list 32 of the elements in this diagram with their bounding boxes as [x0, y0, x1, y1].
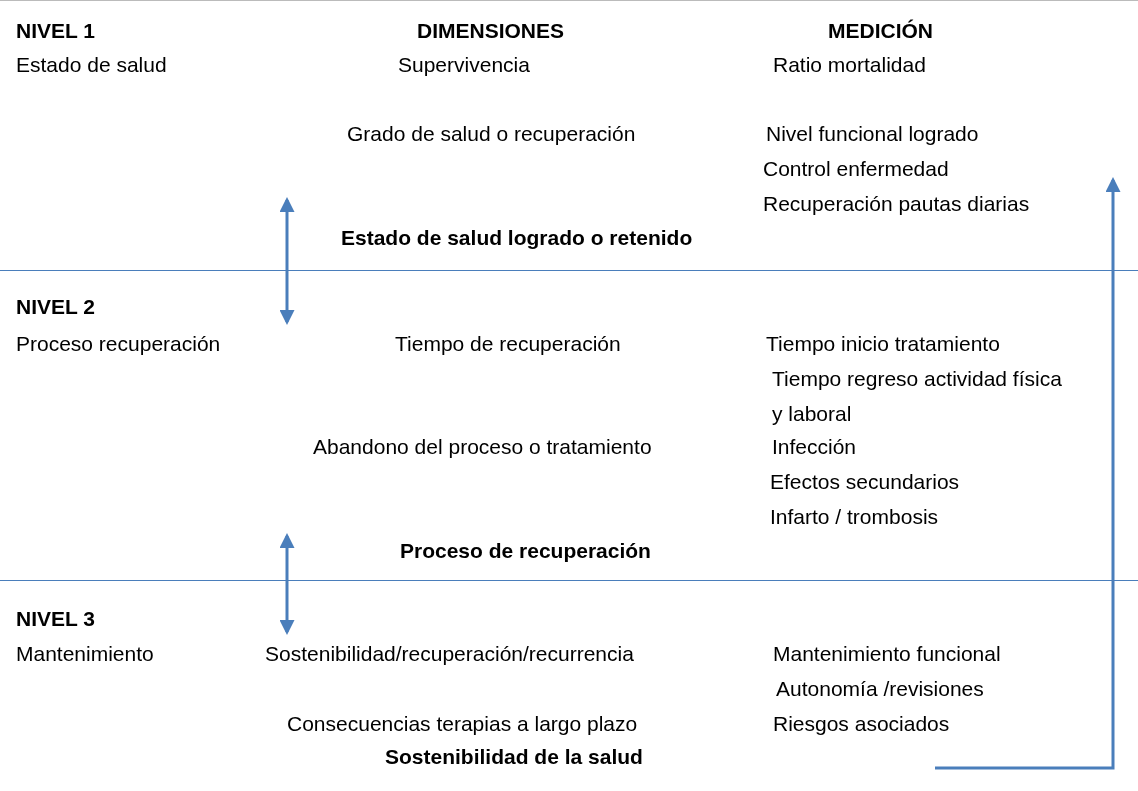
level-summary: Estado de salud logrado o retenido	[341, 225, 693, 251]
level-name: Proceso recuperación	[16, 331, 221, 357]
level-heading: NIVEL 1	[16, 18, 95, 44]
column-heading: MEDICIÓN	[828, 18, 933, 44]
arrow	[279, 533, 295, 635]
column-heading: DIMENSIONES	[417, 18, 565, 44]
measure-text: Autonomía /revisiones	[776, 676, 984, 702]
measure-text: Infarto / trombosis	[770, 504, 939, 530]
arrow	[279, 197, 295, 325]
measure-text: Tiempo inicio tratamiento	[766, 331, 1000, 357]
measure-text: Tiempo regreso actividad física y laboral	[772, 366, 1063, 427]
measure-text: Ratio mortalidad	[773, 52, 926, 78]
measure-text: Mantenimiento funcional	[773, 641, 1001, 667]
measure-text: Riesgos asociados	[773, 711, 950, 737]
level-name: Mantenimiento	[16, 641, 154, 667]
dimension-text: Grado de salud o recuperación	[347, 121, 636, 147]
level-summary: Proceso de recuperación	[400, 538, 651, 564]
measure-text: Recuperación pautas diarias	[763, 191, 1030, 217]
measure-text: Efectos secundarios	[770, 469, 960, 495]
dimension-text: Tiempo de recuperación	[395, 331, 621, 357]
level-name: Estado de salud	[16, 52, 167, 78]
level-summary: Sostenibilidad de la salud	[385, 744, 643, 770]
dimension-text: Abandono del proceso o tratamiento	[313, 434, 652, 460]
dimension-text: Consecuencias terapias a largo plazo	[287, 711, 638, 737]
level-heading: NIVEL 3	[16, 606, 95, 632]
measure-text: Control enfermedad	[763, 156, 949, 182]
dimension-text: Supervivencia	[398, 52, 530, 78]
arrow	[935, 177, 1121, 770]
measure-text: Infección	[772, 434, 857, 460]
dimension-text: Sostenibilidad/recuperación/recurrencia	[265, 641, 634, 667]
level-heading: NIVEL 2	[16, 294, 95, 320]
measure-text: Nivel funcional logrado	[766, 121, 979, 147]
